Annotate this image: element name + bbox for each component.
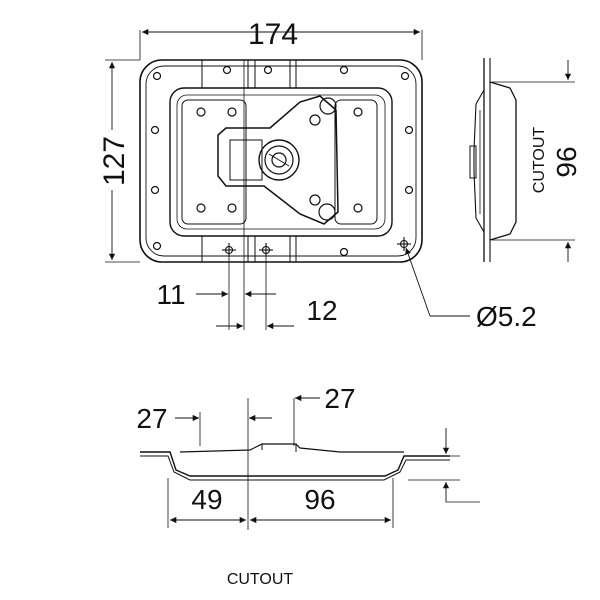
dimension-11-12: 11 12 (156, 255, 338, 330)
side-cutout-label: CUTOUT (531, 127, 548, 194)
dim-127-background (96, 130, 130, 190)
latch-body (229, 139, 263, 181)
bottom-tabs (201, 236, 297, 262)
dish-holes (196, 107, 363, 213)
dim-label-174: 174 (248, 18, 298, 51)
dim-label-diameter: Ø5.2 (476, 301, 537, 332)
dimension-27-27: 27 27 (136, 383, 356, 530)
outer-flange-inner-edge (145, 65, 417, 257)
bottom-cutout-label: CUTOUT (227, 571, 294, 588)
handle-rivets (309, 97, 337, 221)
dimension-depth (408, 428, 480, 503)
recessed-dish-inner (176, 94, 386, 230)
front-section-view (140, 443, 450, 481)
top-tabs (201, 60, 297, 88)
recessed-dish (169, 87, 393, 237)
dimension-49-96: 49 96 (167, 478, 394, 528)
dim-label-11: 11 (156, 279, 185, 310)
marked-mounting-holes (222, 237, 411, 257)
dim-label-27-right: 27 (324, 383, 355, 414)
lock-cylinder (258, 139, 300, 181)
dimension-127: 127 (96, 59, 140, 263)
hole-diameter-callout: Ø5.2 (405, 247, 537, 332)
flange-mounting-holes (150, 65, 414, 257)
dim-label-96: 96 (304, 484, 335, 515)
dim-label-12: 12 (306, 295, 337, 326)
keeper-block (334, 99, 378, 225)
latch-handle (217, 95, 339, 225)
top-view (139, 59, 423, 330)
side-view (469, 58, 517, 262)
dim-label-127: 127 (98, 136, 131, 186)
dimension-cutout-96: CUTOUT 96 (492, 60, 582, 262)
outer-flange (139, 59, 423, 263)
dim-label-cutout-96: 96 (551, 146, 582, 177)
hinge-block (181, 99, 247, 225)
dim-label-49: 49 (191, 484, 222, 515)
dimension-174: 174 (139, 18, 423, 60)
dim-label-27-left: 27 (136, 403, 167, 434)
